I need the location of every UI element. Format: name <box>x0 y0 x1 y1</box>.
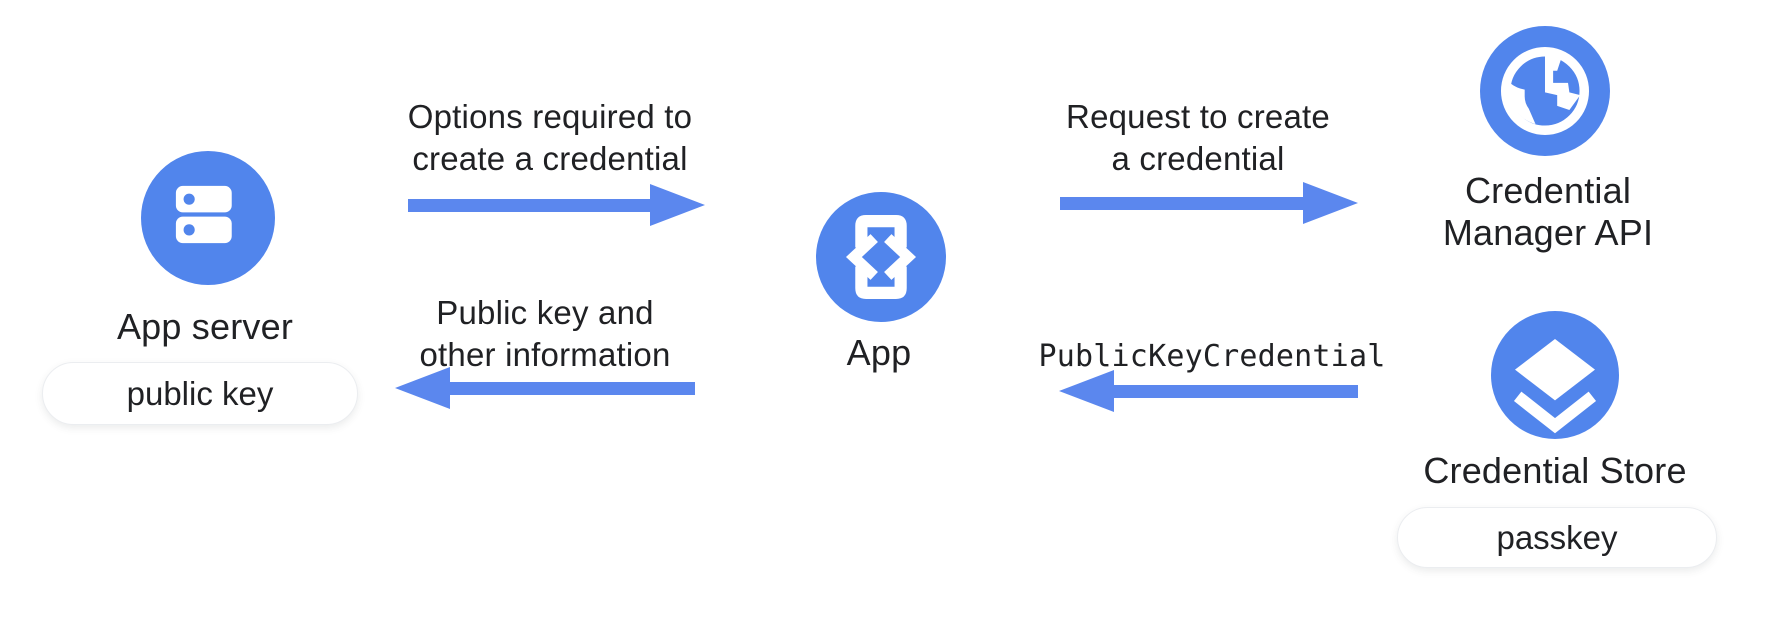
public-key-badge-text: public key <box>126 374 274 412</box>
credential-store-label: Credential Store <box>1423 450 1687 491</box>
app-server-label: App server <box>116 306 294 347</box>
options-arrow-label: Options required to create a credential <box>407 98 693 177</box>
public-key-badge: public key <box>42 362 358 425</box>
arrow-shaft <box>1109 384 1358 398</box>
publickeycredential-arrow-label: PublicKeyCredential <box>1038 339 1386 374</box>
server-icon <box>141 151 275 285</box>
arrow-head-left <box>395 367 450 409</box>
request-create-arrow <box>1060 182 1358 224</box>
options-arrow <box>408 184 705 226</box>
credential-manager-api-label: Credential Manager API <box>1442 170 1654 253</box>
phone-code-icon <box>816 192 946 322</box>
globe-icon <box>1480 26 1610 156</box>
request-create-arrow-label: Request to create a credential <box>1066 98 1330 177</box>
layers-icon <box>1491 311 1619 439</box>
arrow-head-right <box>1303 182 1358 224</box>
publickeycredential-arrow <box>1059 370 1358 412</box>
arrow-head-left <box>1059 370 1114 412</box>
app-label: App <box>846 332 912 373</box>
arrow-head-right <box>650 184 705 226</box>
arrow-shaft <box>1060 196 1308 210</box>
public-key-arrow-label: Public key and other information <box>419 294 671 373</box>
arrow-shaft <box>445 381 695 395</box>
passkey-badge-text: passkey <box>1496 518 1618 556</box>
public-key-arrow <box>395 367 695 409</box>
arrow-shaft <box>408 198 655 212</box>
passkey-badge: passkey <box>1397 507 1717 568</box>
